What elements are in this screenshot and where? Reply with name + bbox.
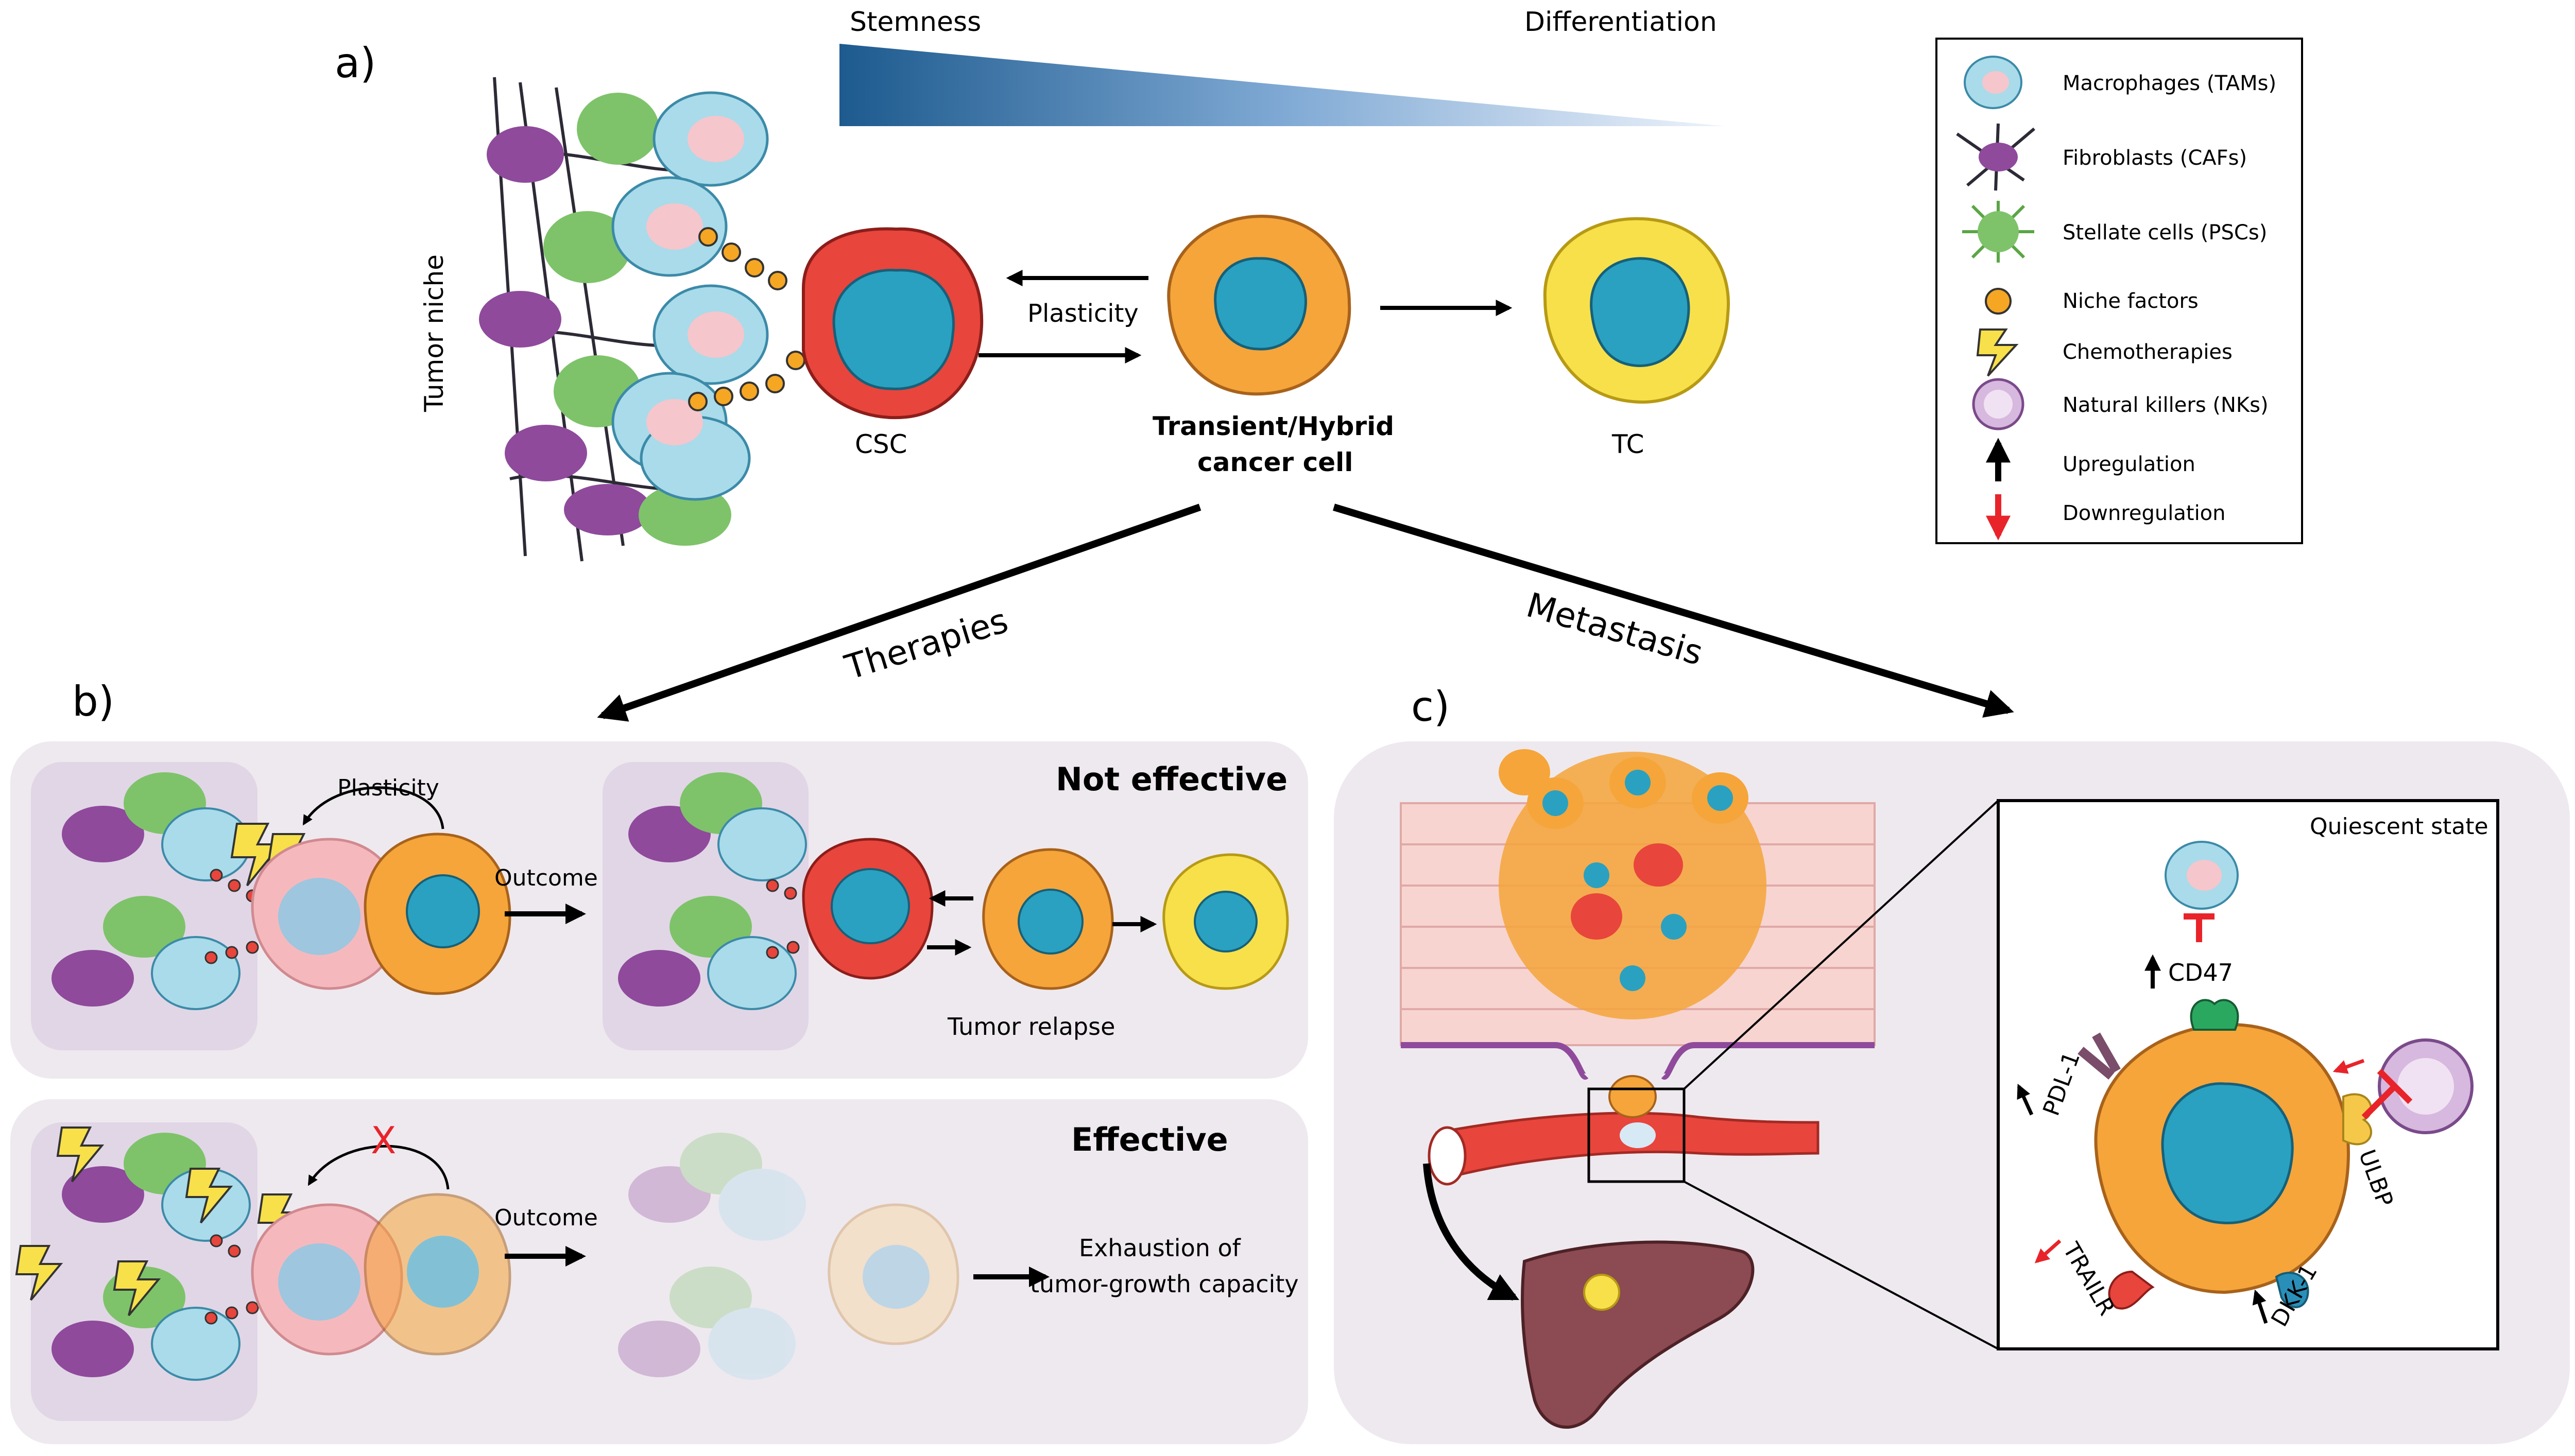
ulbp-receptor	[2342, 1093, 2373, 1146]
differentiation-label: Differentiation	[1524, 7, 1717, 38]
legend-label: Chemotherapies	[2063, 340, 2233, 364]
fibroblast-cell	[564, 484, 651, 535]
zoom-line	[1683, 800, 1999, 1090]
exhaustion-label-line2: tumor-growth capacity	[1030, 1270, 1299, 1298]
dkk1-up-arrow	[2252, 1289, 2268, 1324]
panel-b-label: b)	[72, 678, 114, 725]
stellate-cell-icon	[1962, 201, 2034, 263]
quiescent-state-label: Quiescent state	[2310, 813, 2488, 840]
niche-factor-dots	[204, 869, 259, 964]
niche-cluster-small	[603, 762, 809, 1050]
hybrid-label-line1: Transient/Hybrid	[1153, 411, 1394, 441]
niche-factor-dots	[688, 227, 805, 411]
fibroblast-cell	[505, 425, 587, 481]
blocked-plasticity-arrow	[307, 1145, 450, 1190]
tc-label: TC	[1611, 429, 1644, 459]
metastasis-arrow	[1332, 504, 2014, 718]
legend-label: Fibroblasts (CAFs)	[2063, 146, 2247, 170]
macrophage-nucleus	[688, 116, 744, 162]
therapies-arrow	[597, 504, 1201, 722]
outcome-label-effective: Outcome	[494, 1205, 598, 1231]
macrophage-nucleus	[646, 399, 703, 445]
csc-cell	[802, 227, 984, 420]
treated-csc-cell	[251, 838, 403, 990]
fibroblast-cell	[479, 291, 561, 348]
stellate-cell	[543, 211, 631, 283]
legend-label: Upregulation	[2063, 453, 2195, 476]
niche-factor-dots	[766, 879, 800, 959]
nk-cell-icon-inner	[1984, 390, 2013, 419]
legend-label: Downregulation	[2063, 501, 2226, 525]
quiescent-macrophage	[2165, 841, 2239, 910]
hybrid-cell	[1167, 214, 1351, 396]
ulbp-down-arrow	[2332, 1059, 2365, 1074]
macrophage-icon-nucleus	[1982, 71, 2009, 94]
cd47-inhibition-mark	[2184, 913, 2214, 942]
fibroblast-cell	[487, 126, 564, 183]
metastasis-curve-arrow	[1423, 1163, 1520, 1301]
stemness-label: Stemness	[850, 7, 981, 38]
macrophage-nucleus	[688, 311, 744, 358]
chemotherapy-lightning	[15, 1126, 305, 1316]
csc-label: CSC	[855, 429, 907, 459]
plasticity-label: Plasticity	[1027, 299, 1139, 328]
cd47-label: CD47	[2168, 959, 2233, 986]
effective-panel	[10, 1099, 1308, 1444]
fibroblast-icon	[1956, 123, 2035, 191]
panel-a-label: a)	[335, 39, 376, 87]
legend-label: Macrophages (TAMs)	[2063, 72, 2276, 95]
faded-niche-cluster	[618, 1133, 806, 1380]
plasticity-label-b: Plasticity	[337, 775, 439, 801]
dkk1-receptor	[2275, 1272, 2309, 1308]
metastasis-label: Metastasis	[1522, 585, 1707, 673]
effective-title: Effective	[1071, 1121, 1228, 1158]
legend-label: Stellate cells (PSCs)	[2063, 221, 2267, 245]
tumor-niche-label: Tumor niche	[419, 254, 449, 412]
blocked-mark: X	[371, 1119, 396, 1162]
niche-cluster-small	[31, 1122, 258, 1421]
not-effective-panel	[10, 741, 1308, 1079]
macrophage-nucleus	[646, 203, 703, 250]
tumor-niche-cluster	[479, 77, 769, 562]
outcome-label-not-effective: Outcome	[494, 865, 598, 891]
lightning-icon	[1976, 328, 2019, 377]
nk-inhibition-mark	[2361, 1068, 2413, 1120]
exhaustion-label-line1: Exhaustion of	[1079, 1234, 1242, 1262]
not-effective-title: Not effective	[1056, 760, 1288, 798]
hybrid-label-line2: cancer cell	[1197, 447, 1353, 477]
quiescent-cancer-cell	[2094, 1022, 2350, 1294]
blood-vessel	[1428, 1075, 1819, 1186]
cd47-receptor	[2190, 999, 2239, 1031]
niche-cluster-small	[31, 762, 258, 1050]
quiescent-nk-cell	[2378, 1038, 2474, 1134]
niche-factor-icon	[1985, 288, 2012, 315]
trailr-down-arrow	[2034, 1239, 2062, 1263]
stemness-gradient-bar	[839, 44, 1725, 126]
legend-label: Niche factors	[2063, 289, 2199, 313]
tc-cell	[1543, 217, 1730, 404]
relapse-csc-cell	[802, 838, 934, 980]
pdl1-receptor	[2078, 1032, 2121, 1080]
niche-factor-dots	[204, 1234, 259, 1325]
faded-hybrid-cell	[828, 1203, 959, 1345]
zoom-line	[1684, 1181, 1999, 1350]
tumor-cell-mass	[1499, 749, 1766, 1019]
basement-membrane	[1401, 1042, 1875, 1080]
relapse-tc-cell	[1162, 853, 1289, 990]
legend: Macrophages (TAMs) Fibroblasts (CAFs) St…	[1935, 38, 2303, 544]
tumor-relapse-label: Tumor relapse	[947, 1013, 1115, 1041]
trailr-receptor	[2108, 1270, 2155, 1310]
liver-organ	[1521, 1240, 1755, 1429]
panel-c-label: c)	[1411, 683, 1450, 731]
relapse-hybrid-cell	[982, 848, 1114, 990]
therapies-label: Therapies	[840, 600, 1012, 687]
zoom-box	[1587, 1087, 1686, 1183]
plasticity-curve-arrow	[302, 786, 444, 829]
legend-label: Natural killers (NKs)	[2063, 393, 2269, 417]
hybrid-cell-small	[364, 833, 511, 995]
stellate-cell	[577, 93, 659, 165]
pdl1-up-arrow	[2017, 1083, 2034, 1116]
faded-hybrid-cell	[364, 1193, 511, 1356]
